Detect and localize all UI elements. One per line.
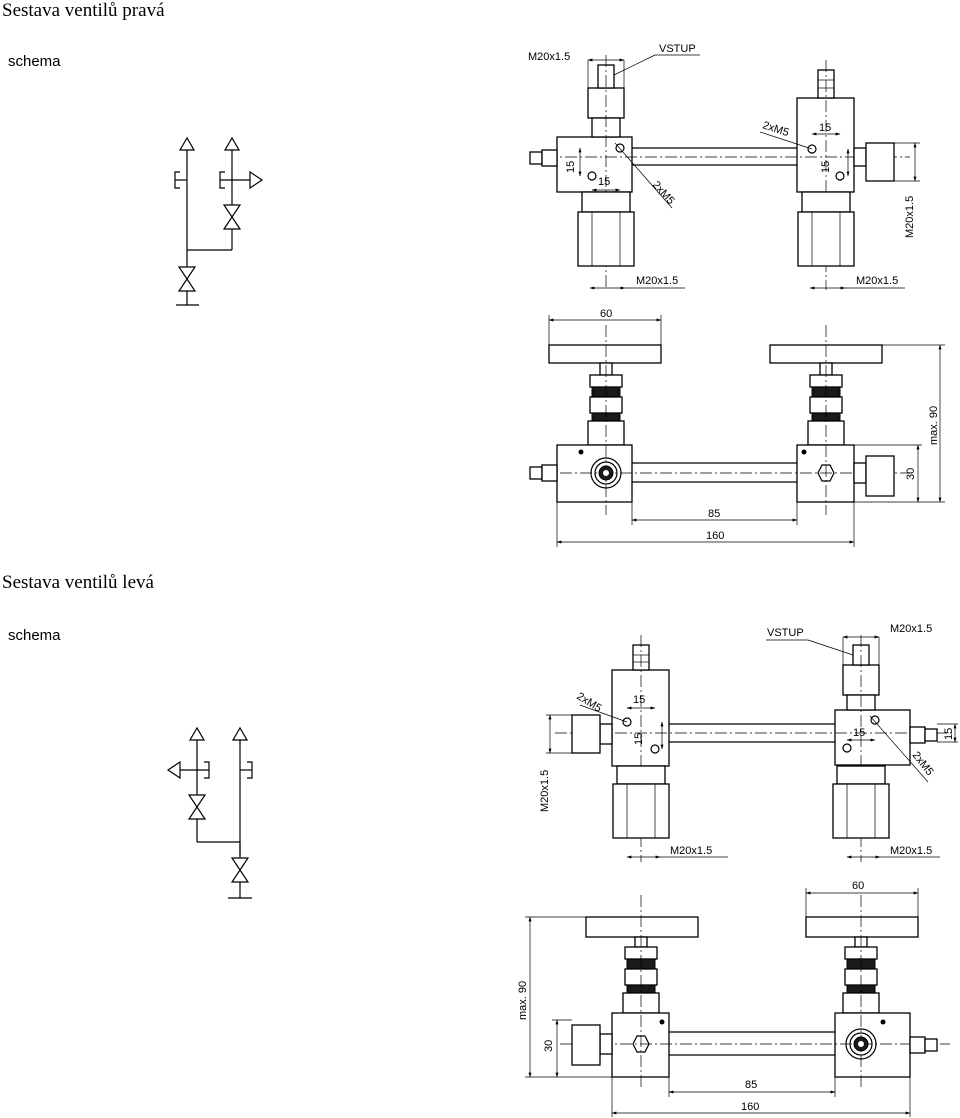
dim-m20-side-left: M20x1.5 <box>539 770 551 812</box>
section-title-right: Sestava ventilů pravá <box>2 0 165 21</box>
dim-m5-a-left: 2xM5 <box>574 690 603 714</box>
dim-m20-side-right: M20x1.5 <box>904 196 916 238</box>
dim-15-d-left: 15 <box>943 728 955 740</box>
dim-vstup-right: VSTUP <box>659 43 696 55</box>
dim-15-a-right: 15 <box>565 161 577 173</box>
dim-30-left: 30 <box>543 1040 555 1052</box>
schema-label-left: schema <box>8 627 61 644</box>
front-view-left <box>525 888 950 1117</box>
dim-m20-top-left: M20x1.5 <box>890 623 932 635</box>
dim-15-b-right: 15 <box>598 176 610 188</box>
dim-15-c-right: 15 <box>819 122 831 134</box>
top-view-left <box>546 635 958 862</box>
front-view-right <box>529 315 945 547</box>
dim-60-right: 60 <box>600 308 612 320</box>
schema-label-right: schema <box>8 53 61 70</box>
dim-m5-b-left: 2xM5 <box>910 749 936 778</box>
top-view-right <box>529 54 920 290</box>
dim-15-d-right: 15 <box>820 161 832 173</box>
dim-m20-bottom-b-left: M20x1.5 <box>890 845 932 857</box>
dim-85-left: 85 <box>745 1079 757 1091</box>
section-title-left: Sestava ventilů levá <box>2 572 154 593</box>
dim-max90-left: max. 90 <box>517 981 529 1020</box>
dim-15-b-left: 15 <box>633 733 645 745</box>
dim-85-right: 85 <box>708 508 720 520</box>
dim-160-right: 160 <box>706 530 724 542</box>
dim-160-left: 160 <box>741 1101 759 1113</box>
dim-m5-a-right: 2xM5 <box>650 179 677 207</box>
dim-15-c-left: 15 <box>853 727 865 739</box>
dim-60-left: 60 <box>852 880 864 892</box>
valve-schematic-left <box>166 726 253 899</box>
valve-schematic-right <box>174 136 264 306</box>
dim-30-right: 30 <box>905 468 917 480</box>
dim-vstup-left: VSTUP <box>767 627 804 639</box>
dim-m5-b-right: 2xM5 <box>761 119 790 139</box>
dim-m20-bottom-a-left: M20x1.5 <box>670 845 712 857</box>
dim-15-a-left: 15 <box>633 694 645 706</box>
dim-m20-bottom-b-right: M20x1.5 <box>856 275 898 287</box>
dim-max90-right: max. 90 <box>928 406 940 445</box>
dim-m20-top-right: M20x1.5 <box>528 51 570 63</box>
dim-m20-bottom-a-right: M20x1.5 <box>636 275 678 287</box>
